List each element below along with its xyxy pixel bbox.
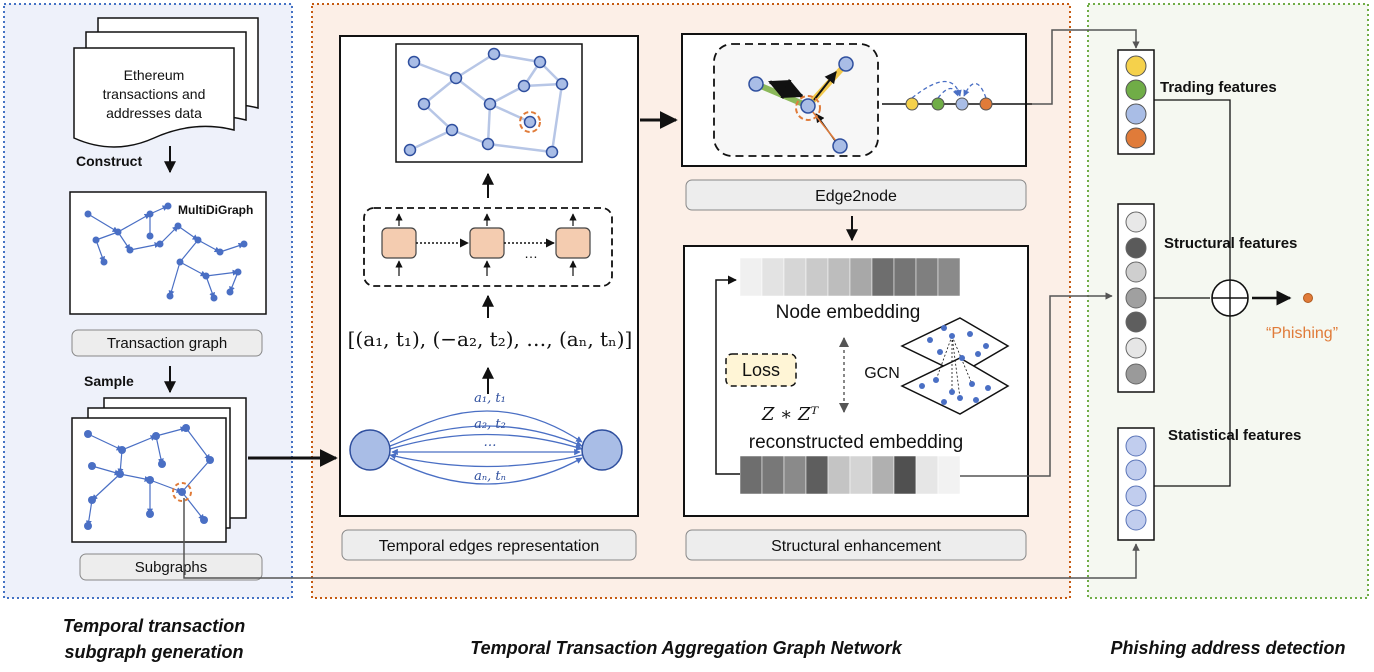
edge-label-n: aₙ, tₙ [474,469,506,484]
subgraph-nodes [84,424,214,530]
multi-edge-bundle [389,410,583,485]
right-panel-title: Phishing address detection [1110,638,1345,658]
loss-label: Loss [742,360,780,380]
left-panel-title-2: subgraph generation [64,642,243,662]
orange-edge [807,105,841,147]
phishing-output-node [1303,293,1313,303]
subgraphs-label-box [79,553,263,581]
edge2node-nodes [748,56,854,154]
rnn-dots: … [524,245,538,261]
construct-label: Construct [76,153,142,169]
feedback-loop-arrow [715,275,740,475]
statistical-features-label: Statistical features [1168,427,1301,444]
edge2node-label: Edge2node [815,188,897,205]
aggregated-target-highlight [519,111,541,133]
temporal-label: Temporal edges representation [379,538,600,555]
rnn-cell-n [555,227,591,259]
reconstructed-embedding-strip [739,455,961,495]
transaction-graph-label: Transaction graph [107,335,227,352]
edge2node-sequence-nodes [905,97,993,111]
document-stack-icon [73,17,259,148]
multidigraph-label: MultiDiGraph [178,203,253,217]
gcn-layers-icon [900,317,1010,415]
statistical-to-concat-line [1154,316,1231,487]
trading-feature-cells [1125,55,1147,149]
statistical-feature-cells [1125,435,1147,531]
middle-panel-title: Temporal Transaction Aggregation Graph N… [470,638,902,658]
target-account-node [581,429,623,471]
node-embedding-strip [739,257,961,297]
transaction-graph-drawing [87,205,245,299]
rnn-cell-1 [381,227,417,259]
trading-connector [1032,29,1140,105]
subgraph-drawing [85,426,211,527]
bidirectional-arrow [768,78,804,100]
edge-label-dots: … [484,435,497,450]
statistical-connector [183,498,1140,579]
trading-features-label: Trading features [1160,79,1277,96]
sequence-formula: [(a₁, t₁), (−a₂, t₂), …, (aₙ, tₙ)] [348,327,633,351]
rnn-cell-2 [469,227,505,259]
structural-enhancement-label: Structural enhancement [771,538,941,555]
doc-line-1: Ethereum [124,67,185,83]
concat-operator-icon [1211,279,1249,317]
phishing-output-label: “Phishing” [1266,325,1338,342]
loss-formula: Z ∗ Zᵀ [761,404,820,425]
reconstructed-label: reconstructed embedding [749,432,963,453]
structural-feature-cells [1125,211,1147,385]
subgraphs-label: Subgraphs [135,559,208,576]
target-node-highlight [172,482,192,502]
gcn-label: GCN [864,365,900,382]
out-arrow [813,71,837,101]
doc-line-3: addresses data [106,105,202,121]
edge2node-target-highlight [795,95,821,121]
rnn-io-arrows [395,213,577,276]
temporal-label-box [341,529,637,561]
trading-to-concat-line [1154,99,1231,280]
source-account-node [349,429,391,471]
sample-label: Sample [84,373,134,389]
node-embedding-label: Node embedding [776,302,921,323]
edge-label-2: a₂, t₂ [474,417,506,432]
edge2node-label-box [685,179,1027,211]
edge-label-1: a₁, t₁ [474,391,506,406]
structural-features-label: Structural features [1164,235,1297,252]
edge2node-hop-arcs [911,80,987,99]
transaction-graph-label-box [71,329,263,357]
left-panel-title-1: Temporal transaction [63,616,245,636]
transaction-graph-nodes [84,202,248,302]
loss-box [725,353,797,387]
structural-label-box [685,529,1027,561]
doc-line-2: transactions and [103,86,206,102]
aggregated-graph-nodes [403,47,569,159]
structural-connector [960,292,1113,477]
